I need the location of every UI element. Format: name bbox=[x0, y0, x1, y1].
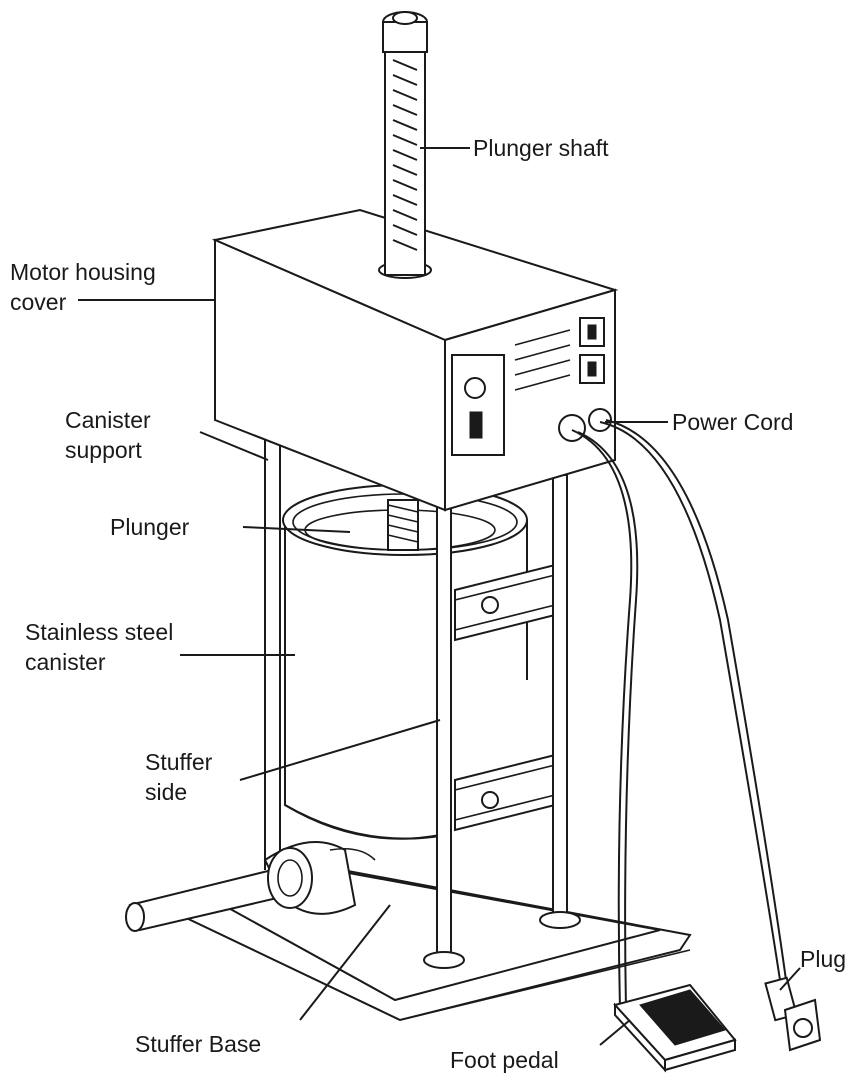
label-canister-support-line1: Canister bbox=[65, 407, 151, 433]
label-motor-housing-line1: Motor housing bbox=[10, 259, 156, 285]
label-foot-pedal: Foot pedal bbox=[450, 1047, 559, 1073]
stuffer-tube bbox=[125, 841, 376, 932]
front-posts bbox=[423, 474, 581, 969]
power-cords bbox=[571, 419, 787, 1011]
label-stainless-line2: canister bbox=[25, 649, 106, 675]
label-motor-housing-line2: cover bbox=[10, 289, 67, 315]
label-stuffer-base: Stuffer Base bbox=[135, 1031, 261, 1057]
foot-pedal-icon bbox=[613, 983, 737, 1073]
rear-frame bbox=[199, 431, 281, 870]
leader-lines bbox=[78, 147, 801, 1046]
label-stuffer-side-line2: side bbox=[145, 779, 187, 805]
motor-housing-box bbox=[211, 208, 619, 512]
label-power-cord: Power Cord bbox=[672, 409, 793, 435]
label-canister-support-line2: support bbox=[65, 437, 142, 463]
label-plunger-shaft: Plunger shaft bbox=[473, 135, 609, 161]
label-plunger: Plunger bbox=[110, 514, 190, 540]
label-stuffer-side-line1: Stuffer bbox=[145, 749, 213, 775]
plug-icon bbox=[764, 976, 822, 1052]
canister-slide-brackets bbox=[454, 563, 556, 832]
label-stainless-line1: Stainless steel bbox=[25, 619, 173, 645]
plunger-shaft bbox=[378, 11, 432, 551]
label-plug: Plug bbox=[800, 946, 846, 972]
